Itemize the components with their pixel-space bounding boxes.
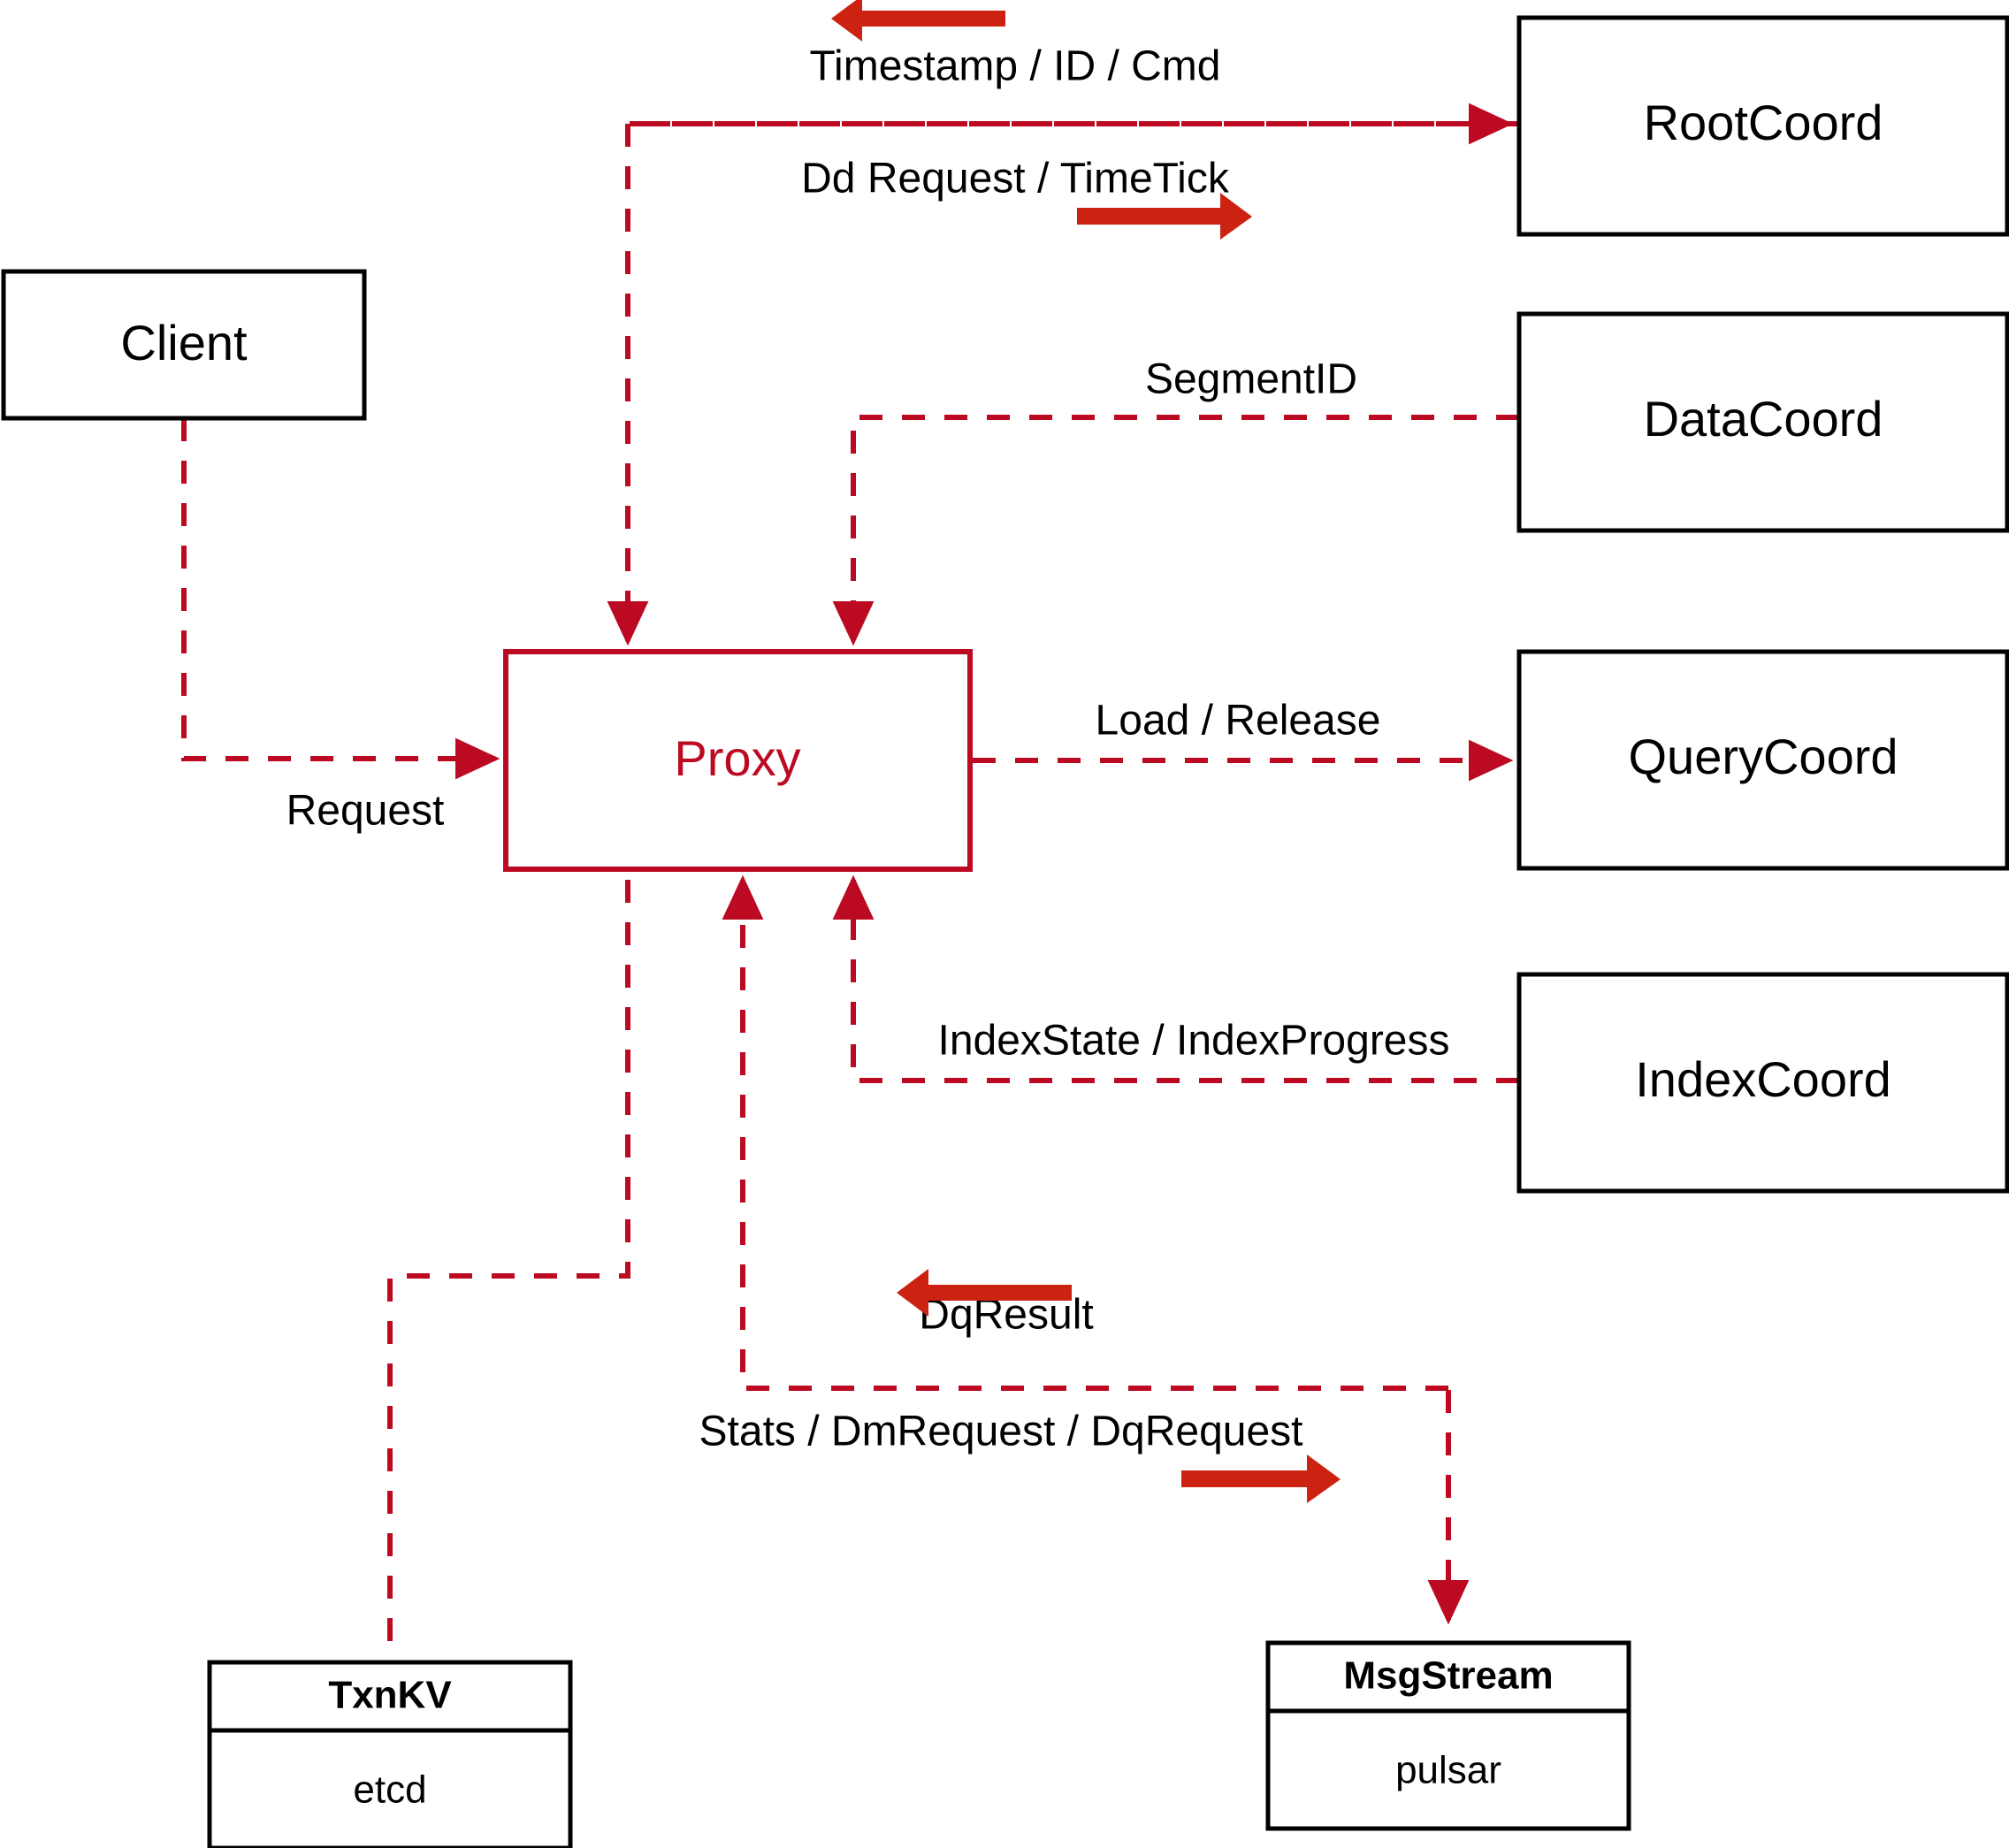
node-txnkv[interactable]: TxnKV etcd bbox=[207, 1660, 573, 1848]
node-client-label: Client bbox=[120, 315, 248, 370]
edge-proxy-to-msgstream: Stats / DmRequest / DqRequest bbox=[699, 1390, 1470, 1625]
node-querycoord-label: QueryCoord bbox=[1628, 729, 1898, 784]
node-rootcoord-rect[interactable] bbox=[1516, 15, 2009, 237]
node-datacoord-rect[interactable] bbox=[1516, 311, 2009, 533]
node-txnkv-impl: etcd bbox=[353, 1768, 426, 1812]
node-querycoord-rect[interactable] bbox=[1516, 649, 2009, 871]
node-rootcoord[interactable]: RootCoord bbox=[1516, 15, 2009, 237]
edge-label-request: Request bbox=[286, 788, 445, 835]
node-txnkv-title: TxnKV bbox=[328, 1674, 452, 1717]
node-datacoord-label: DataCoord bbox=[1644, 391, 1883, 447]
edge-proxy-to-rootcoord: Dd Request / TimeTick bbox=[630, 103, 1514, 202]
node-querycoord[interactable]: QueryCoord bbox=[1516, 649, 2009, 871]
edge-label-stats-dmrequest-dqrequest: Stats / DmRequest / DqRequest bbox=[699, 1409, 1303, 1455]
node-msgstream-impl: pulsar bbox=[1395, 1749, 1501, 1792]
node-indexcoord-label: IndexCoord bbox=[1635, 1051, 1891, 1107]
node-msgstream-title: MsgStream bbox=[1343, 1654, 1553, 1698]
edge-label-dd-request-timetick: Dd Request / TimeTick bbox=[801, 156, 1230, 202]
edge-path-rootcoord-proxy bbox=[607, 121, 1519, 646]
flow-arrow-right-ddrequest bbox=[1077, 193, 1252, 240]
edge-path-datacoord-proxy bbox=[832, 415, 1519, 646]
node-proxy[interactable]: Proxy bbox=[503, 649, 973, 872]
node-txnkv-rect[interactable] bbox=[207, 1660, 573, 1848]
node-indexcoord-rect[interactable] bbox=[1516, 972, 2009, 1194]
edge-label-segmentid: SegmentID bbox=[1145, 356, 1357, 403]
edge-path-indexcoord-proxy bbox=[832, 874, 1519, 1083]
edge-proxy-to-txnkv bbox=[387, 880, 630, 1662]
node-rootcoord-label: RootCoord bbox=[1644, 95, 1883, 150]
flow-arrow-right-dqrequest bbox=[1181, 1455, 1341, 1503]
node-proxy-label: Proxy bbox=[674, 730, 800, 786]
flow-arrow-left-timestamp bbox=[831, 0, 1005, 42]
edge-label-load-release: Load / Release bbox=[1096, 698, 1381, 745]
node-proxy-rect[interactable] bbox=[503, 649, 973, 872]
edge-path-msgstream-proxy bbox=[722, 874, 1448, 1391]
edge-path-proxy-txnkv bbox=[387, 880, 630, 1662]
node-client[interactable]: Client bbox=[1, 269, 367, 421]
edge-path-client-proxy bbox=[181, 418, 500, 780]
edge-msgstream-to-proxy: DqResult bbox=[722, 874, 1448, 1391]
edge-label-timestamp-id-cmd: Timestamp / ID / Cmd bbox=[810, 43, 1221, 90]
edge-proxy-to-querycoord: Load / Release bbox=[973, 698, 1514, 782]
edge-client-to-proxy: Request bbox=[181, 418, 500, 835]
flow-arrow-left-dqresult bbox=[897, 1269, 1072, 1317]
edge-label-indexstate-indexprogress: IndexState / IndexProgress bbox=[938, 1018, 1450, 1065]
node-msgstream-rect[interactable] bbox=[1265, 1640, 1631, 1831]
node-msgstream[interactable]: MsgStream pulsar bbox=[1265, 1640, 1631, 1831]
node-indexcoord[interactable]: IndexCoord bbox=[1516, 972, 2009, 1194]
edge-datacoord-to-proxy: SegmentID bbox=[832, 356, 1519, 646]
edge-rootcoord-to-proxy: Timestamp / ID / Cmd bbox=[607, 43, 1519, 646]
node-datacoord[interactable]: DataCoord bbox=[1516, 311, 2009, 533]
node-client-rect[interactable] bbox=[1, 269, 367, 421]
edge-indexcoord-to-proxy: IndexState / IndexProgress bbox=[832, 874, 1519, 1083]
